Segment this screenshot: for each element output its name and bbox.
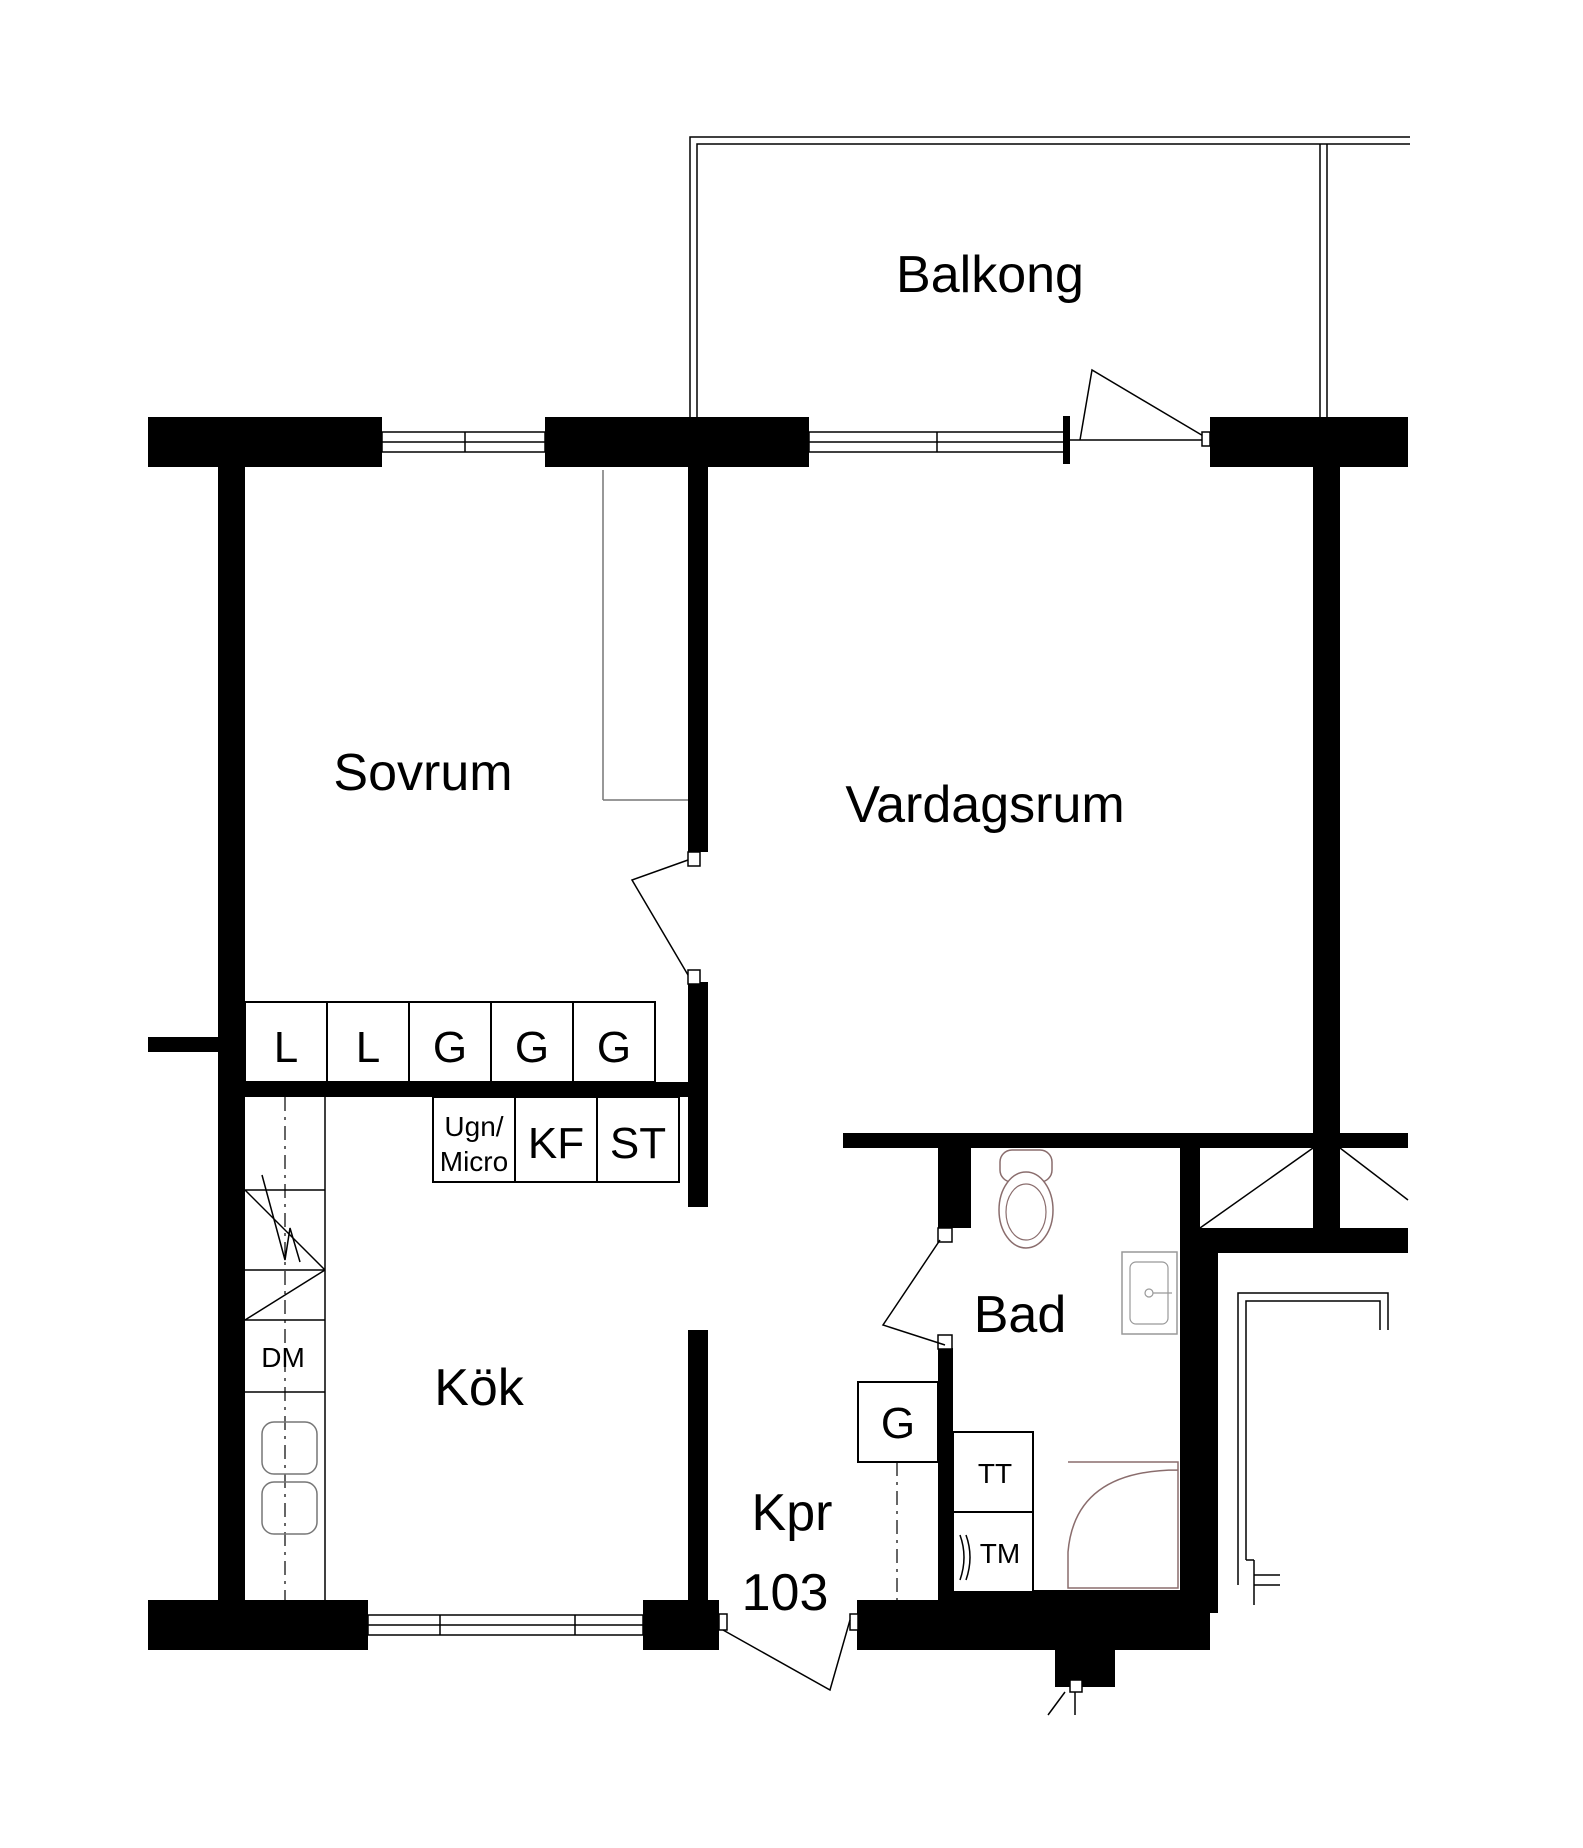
wardrobe-label-4: G: [515, 1023, 549, 1072]
wardrobe-label-3: G: [433, 1023, 467, 1072]
dryer-label: TT: [978, 1458, 1012, 1489]
kitchen-closet-wall: [688, 1330, 708, 1607]
top-wall: [148, 417, 1408, 467]
stove-label: ST: [610, 1119, 666, 1168]
hall-wardrobe-label: G: [881, 1399, 915, 1448]
washbasin: [1121, 1251, 1178, 1335]
bathroom-door: [881, 1227, 953, 1350]
shaft: [1199, 1147, 1409, 1229]
entry-door: [718, 1613, 1083, 1716]
kitchen-label: Kök: [434, 1359, 525, 1417]
living-room-window: [808, 416, 1070, 464]
wardrobe-row: [244, 1001, 656, 1083]
balcony-door: [1070, 368, 1211, 447]
bedroom-kitchen-wall: [245, 1082, 708, 1097]
closet-label: Kpr: [752, 1484, 833, 1542]
dishwasher-label: DM: [261, 1342, 305, 1373]
left-wall-stub: [148, 1037, 220, 1052]
living-room-label: Vardagsrum: [845, 776, 1124, 834]
oven-label-line1: Ugn/: [444, 1111, 503, 1142]
kitchen-appliance-row: [432, 1096, 680, 1183]
laundry-units: [952, 1431, 1034, 1593]
hall-wardrobe: [857, 1381, 939, 1600]
apartment-number: 103: [742, 1564, 829, 1622]
left-wall: [218, 467, 245, 1604]
bedroom-label: Sovrum: [333, 744, 512, 802]
washer-label: TM: [980, 1538, 1020, 1569]
kitchen-sink: [261, 1421, 318, 1535]
fridge-freezer-label: KF: [528, 1119, 584, 1168]
bathroom-label: Bad: [974, 1286, 1067, 1344]
right-wall: [1313, 467, 1340, 1233]
kitchen-counter: [244, 1097, 326, 1600]
wardrobe-label-5: G: [597, 1023, 631, 1072]
balcony-label: Balkong: [896, 246, 1084, 304]
bedroom-door: [630, 851, 701, 985]
toilet: [998, 1149, 1054, 1249]
wardrobe-label-2: L: [356, 1023, 380, 1072]
oven-label-line2: Micro: [440, 1146, 508, 1177]
bedroom-window: [381, 431, 546, 453]
bathroom-walls: [843, 1133, 1408, 1613]
shower: [1067, 1461, 1179, 1589]
balcony-outline: [689, 136, 1410, 420]
bottom-wall: [148, 1600, 1210, 1687]
kitchen-window: [367, 1614, 644, 1636]
wardrobe-label-1: L: [274, 1023, 298, 1072]
stair-railing: [1237, 1292, 1389, 1605]
